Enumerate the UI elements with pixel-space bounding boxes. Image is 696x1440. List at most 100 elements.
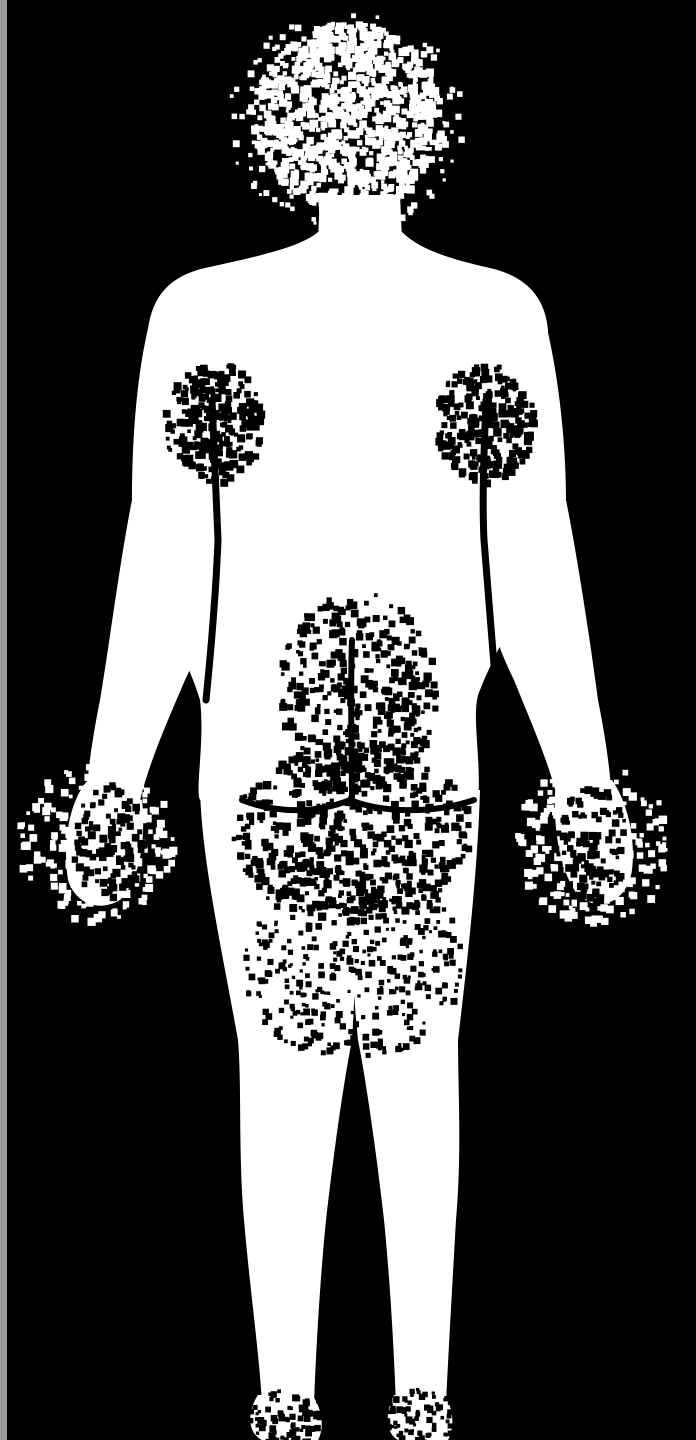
speckle bbox=[300, 832, 308, 840]
speckle bbox=[226, 365, 230, 369]
speckle bbox=[241, 438, 245, 442]
speckle bbox=[297, 894, 305, 902]
speckle bbox=[50, 840, 55, 845]
speckle bbox=[364, 930, 369, 935]
speckle bbox=[333, 958, 337, 962]
speckle bbox=[445, 932, 451, 938]
speckle bbox=[64, 899, 69, 904]
speckle bbox=[271, 1392, 277, 1398]
speckle bbox=[338, 115, 342, 119]
speckle bbox=[87, 775, 91, 779]
speckle bbox=[443, 122, 449, 128]
speckle bbox=[386, 928, 389, 931]
speckle bbox=[375, 175, 380, 180]
speckle bbox=[606, 795, 612, 801]
speckle bbox=[355, 778, 359, 782]
speckle bbox=[305, 891, 309, 895]
speckle bbox=[509, 434, 513, 438]
speckle bbox=[305, 767, 311, 773]
speckle bbox=[369, 57, 373, 61]
speckle bbox=[317, 704, 321, 708]
speckle bbox=[317, 183, 322, 188]
speckle bbox=[310, 48, 313, 51]
speckle bbox=[407, 856, 412, 861]
speckle bbox=[300, 851, 306, 857]
speckle bbox=[214, 372, 222, 380]
speckle bbox=[435, 795, 442, 802]
speckle bbox=[404, 65, 410, 71]
speckle bbox=[419, 950, 423, 954]
speckle bbox=[137, 783, 144, 790]
speckle bbox=[214, 410, 219, 415]
speckle bbox=[372, 1013, 379, 1020]
speckle bbox=[357, 84, 361, 88]
speckle bbox=[152, 807, 159, 814]
speckle bbox=[505, 398, 511, 404]
speckle bbox=[292, 976, 295, 979]
speckle bbox=[384, 147, 391, 154]
speckle bbox=[556, 846, 560, 850]
speckle bbox=[316, 804, 320, 808]
speckle bbox=[330, 88, 335, 93]
speckle bbox=[77, 901, 82, 906]
speckle bbox=[202, 466, 207, 471]
speckle bbox=[405, 860, 411, 866]
speckle bbox=[338, 913, 342, 917]
speckle bbox=[44, 803, 52, 811]
speckle bbox=[391, 836, 395, 840]
speckle bbox=[328, 203, 334, 209]
speckle bbox=[288, 682, 296, 690]
speckle bbox=[327, 691, 331, 695]
speckle bbox=[219, 387, 226, 394]
speckle bbox=[363, 1043, 370, 1050]
speckle bbox=[315, 707, 320, 712]
speckle bbox=[322, 792, 326, 796]
speckle bbox=[304, 1415, 311, 1422]
speckle bbox=[384, 100, 391, 107]
speckle bbox=[375, 1006, 379, 1010]
speckle bbox=[381, 28, 386, 33]
speckle bbox=[323, 619, 328, 624]
speckle bbox=[132, 804, 140, 812]
speckle bbox=[283, 71, 287, 75]
speckle bbox=[389, 899, 392, 902]
speckle bbox=[524, 437, 532, 445]
speckle bbox=[387, 979, 391, 983]
speckle bbox=[394, 1398, 399, 1403]
speckle bbox=[418, 972, 424, 978]
speckle bbox=[596, 817, 602, 823]
speckle bbox=[606, 906, 614, 914]
speckle bbox=[346, 99, 352, 105]
speckle bbox=[379, 1423, 383, 1427]
speckle bbox=[383, 135, 389, 141]
speckle bbox=[373, 1029, 380, 1036]
speckle bbox=[416, 631, 422, 637]
speckle bbox=[391, 927, 395, 931]
speckle bbox=[356, 871, 362, 877]
speckle bbox=[206, 479, 211, 484]
speckle bbox=[294, 133, 298, 137]
speckle bbox=[340, 94, 347, 101]
speckle bbox=[419, 865, 427, 873]
speckle bbox=[420, 739, 427, 746]
speckle bbox=[62, 812, 69, 819]
speckle bbox=[592, 762, 598, 768]
speckle bbox=[239, 114, 244, 119]
speckle bbox=[388, 645, 393, 650]
speckle bbox=[487, 389, 491, 393]
speckle bbox=[428, 156, 435, 163]
speckle bbox=[302, 1003, 306, 1007]
speckle bbox=[494, 461, 502, 469]
speckle bbox=[327, 597, 332, 602]
speckle bbox=[346, 605, 351, 610]
speckle bbox=[250, 458, 254, 462]
speckle bbox=[433, 906, 440, 913]
speckle bbox=[290, 963, 293, 966]
speckle bbox=[421, 159, 425, 163]
speckle bbox=[498, 437, 503, 442]
speckle bbox=[243, 833, 250, 840]
speckle bbox=[501, 420, 509, 428]
speckle bbox=[642, 879, 649, 886]
speckle bbox=[361, 1015, 365, 1019]
speckle bbox=[308, 154, 312, 158]
